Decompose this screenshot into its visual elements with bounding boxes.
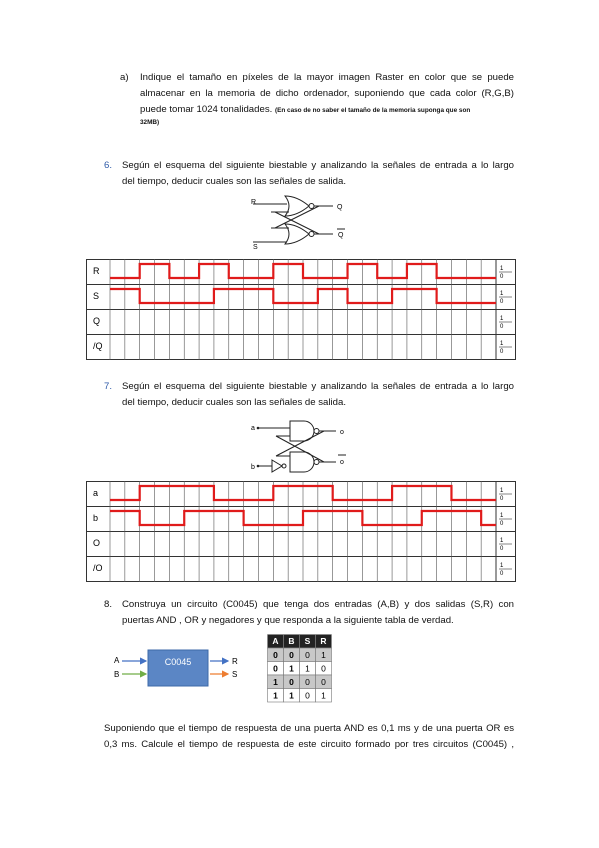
truth-table-header: A <box>272 636 278 646</box>
q7-scale-low: 0 <box>500 546 504 552</box>
q6-row-label: Q <box>93 316 100 326</box>
truth-table-header: S <box>305 636 311 646</box>
q7-row-label: /O <box>93 563 103 573</box>
q6-out-q: Q <box>337 204 343 211</box>
q7-scale-low: 0 <box>500 571 504 577</box>
q7-out-o: o <box>340 429 344 436</box>
item-a-note2: 32MB) <box>140 119 160 126</box>
truth-table-cell: 1 <box>321 691 326 701</box>
q8-line1: Construya un circuito (C0045) que tenga … <box>122 599 514 610</box>
q6-row-label: /Q <box>93 341 103 351</box>
truth-table-cell: 1 <box>273 677 278 687</box>
q7-in-a: a <box>251 425 255 432</box>
q6-scale-low: 0 <box>500 349 504 355</box>
item-a-line1: Indique el tamaño en píxeles de la mayor… <box>140 72 514 83</box>
q7-in-b: b <box>251 464 255 471</box>
q6-row-label: S <box>93 291 99 301</box>
item-a-line2: almacenar en la memoria de dicho ordenad… <box>140 88 514 99</box>
truth-table-header: B <box>288 636 294 646</box>
q7-wave-a <box>110 484 496 502</box>
q7-scale-low: 0 <box>500 521 504 527</box>
q6-in-r: R <box>251 199 256 206</box>
truth-table-cell: 0 <box>289 650 294 660</box>
q7-scale-low: 0 <box>500 496 504 502</box>
input-a-label: A <box>114 656 120 665</box>
q8-para1: Suponiendo que el tiempo de respuesta de… <box>104 723 514 734</box>
q7-out-obar: o <box>340 459 344 466</box>
q6-wave-r <box>110 262 496 280</box>
q6-scale-high: 1 <box>500 316 504 322</box>
q7-nand-latch-diagram: a b o o <box>251 420 346 473</box>
truth-table-cell: 0 <box>289 677 294 687</box>
item-a-line3: puede tomar 1024 tonalidades. (En caso d… <box>140 102 470 119</box>
q6-wave-s <box>110 287 496 305</box>
q7-line2: del tiempo, deducir cuales son las señal… <box>122 397 346 408</box>
c0045-block-diagram: C0045 A B R S <box>114 649 238 687</box>
truth-table-cell: 0 <box>305 677 310 687</box>
q8-line2: puertas AND , OR y negadores y que respo… <box>122 615 454 626</box>
item-a-line3-text: puede tomar 1024 tonalidades. <box>140 104 273 115</box>
truth-table-cell: 0 <box>273 664 278 674</box>
q6-scale-low: 0 <box>500 324 504 330</box>
truth-table-cell: 0 <box>321 664 326 674</box>
truth-table-cell: 0 <box>305 691 310 701</box>
item-a-label: a) <box>120 72 129 83</box>
q7-wave-b <box>110 509 496 527</box>
q8-para2: 0,3 ms. Calcule el tiempo de respuesta d… <box>104 739 514 750</box>
q6-scale-high: 1 <box>500 291 504 297</box>
q7-row-label: O <box>93 538 100 548</box>
q6-line1: Según el esquema del siguiente biestable… <box>122 160 514 171</box>
q6-row-label: R <box>93 266 100 276</box>
q7-line1: Según el esquema del siguiente biestable… <box>122 381 514 392</box>
q7-row-label: a <box>93 488 98 498</box>
q6-scale-low: 0 <box>500 299 504 305</box>
truth-table-cell: 1 <box>273 691 278 701</box>
q6-scale-high: 1 <box>500 341 504 347</box>
q7-scale-high: 1 <box>500 513 504 519</box>
q7-number: 7. <box>104 381 113 392</box>
q7-scale-high: 1 <box>500 563 504 569</box>
input-b-label: B <box>114 670 119 679</box>
truth-table-cell: 1 <box>321 650 326 660</box>
q8-number: 8. <box>104 599 113 610</box>
q6-scale-low: 0 <box>500 274 504 280</box>
truth-table-cell: 0 <box>273 650 278 660</box>
q6-out-qbar: Q <box>338 232 344 239</box>
q6-line2: del tiempo, deducir cuales son las señal… <box>122 176 346 187</box>
q7-scale-high: 1 <box>500 488 504 494</box>
truth-table-cell: 1 <box>289 691 294 701</box>
q7-row-label: b <box>93 513 98 523</box>
q6-nor-latch-diagram: R S Q Q <box>251 195 345 251</box>
q6-in-s: S <box>253 244 258 251</box>
q6-scale-high: 1 <box>500 266 504 272</box>
truth-table-cell: 1 <box>305 664 310 674</box>
c0045-box <box>147 649 209 687</box>
truth-table-header: R <box>320 636 326 646</box>
q6-number: 6. <box>104 160 113 171</box>
output-s-label: S <box>232 670 237 679</box>
truth-table-cell: 0 <box>305 650 310 660</box>
item-a-note: (En caso de no saber el tamaño de la mem… <box>274 107 471 114</box>
truth-table-cell: 0 <box>321 677 326 687</box>
output-r-label: R <box>232 657 238 666</box>
truth-table-cell: 1 <box>289 664 294 674</box>
c0045-label: C0045 <box>165 657 192 667</box>
q7-scale-high: 1 <box>500 538 504 544</box>
